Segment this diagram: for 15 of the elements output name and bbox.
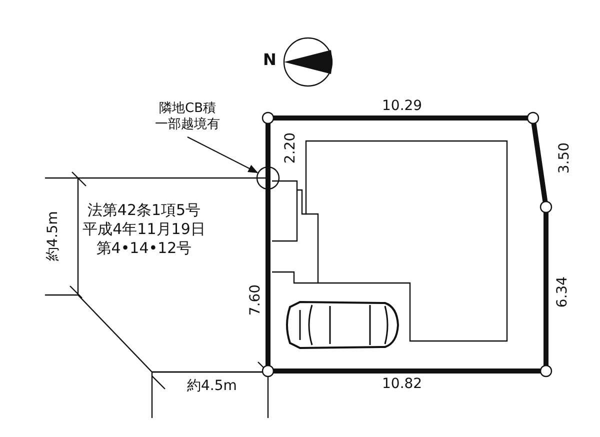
road-designation-text: 法第42条1項5号 bbox=[86, 202, 202, 218]
road-designation-text: 第4•14•12号 bbox=[95, 240, 193, 256]
dimension-label: 10.29 bbox=[382, 98, 422, 114]
road-designation-text: 平成4年11月19日 bbox=[82, 221, 206, 237]
dimension-label: 6.34 bbox=[554, 276, 571, 308]
encroachment-circle bbox=[256, 166, 280, 190]
dimension-label: 約4.5m bbox=[44, 211, 61, 261]
dimension-label: 2.20 bbox=[282, 132, 299, 164]
north-label: N bbox=[263, 52, 276, 68]
leader-line bbox=[187, 136, 258, 174]
dimension-label: 約4.5m bbox=[187, 378, 237, 394]
dimension-label: 10.82 bbox=[382, 376, 422, 392]
dimension-label: 3.50 bbox=[556, 142, 573, 174]
callout-text: 隣地CB積一部越境有 bbox=[154, 101, 221, 133]
dimension-label: 7.60 bbox=[248, 284, 264, 316]
